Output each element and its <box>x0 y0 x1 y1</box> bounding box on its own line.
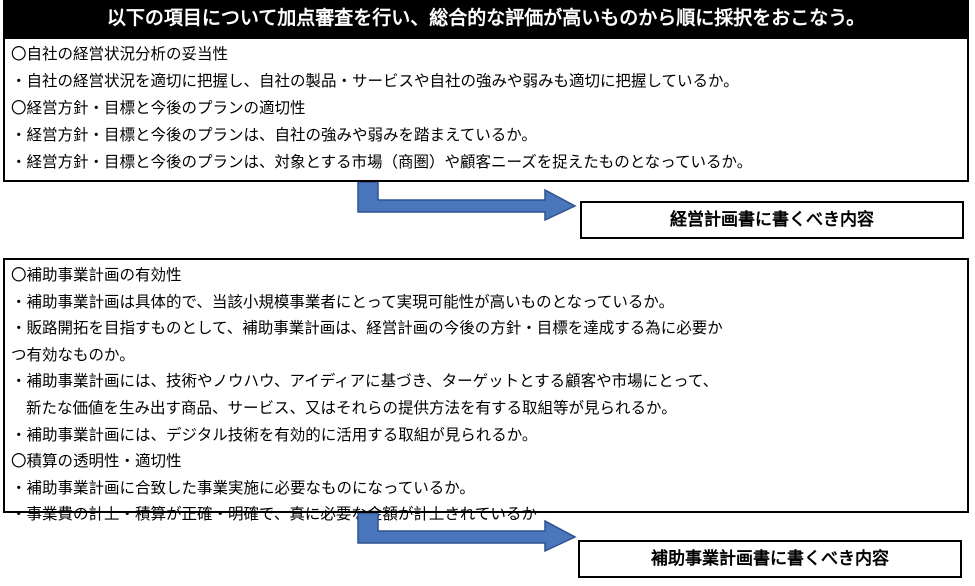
criteria-item: ・事業費の計上・積算が正確・明確で、真に必要な金額が計上されているか <box>11 505 537 524</box>
header-title: 以下の項目について加点審査を行い、総合的な評価が高いものから順に採択をおこなう。 <box>3 0 969 37</box>
criteria-item-continued: 新たな価値を生み出す商品、サービス、又はそれらの提供方法を有する取組等が見られる… <box>26 398 677 417</box>
subsidy-plan-criteria-box: 〇補助事業計画の有効性 ・補助事業計画は具体的で、当該小規模事業者にとって実現可… <box>3 258 969 523</box>
criteria-item: ・自社の経営状況を適切に把握し、自社の製品・サービスや自社の強みや弱みも適切に把… <box>11 72 739 90</box>
management-plan-label: 経営計画書に書くべき内容 <box>580 201 964 239</box>
arrow-right-icon <box>357 513 577 553</box>
criteria-item: ・販路開拓を目指すものとして、補助事業計画は、経営計画の今後の方針・目標を達成す… <box>11 319 723 338</box>
criteria-item-continued: つ有効なものか。 <box>11 345 135 364</box>
criteria-item: ・経営方針・目標と今後のプランは、対象とする市場（商圏）や顧客ニーズを捉えたもの… <box>11 153 753 171</box>
criteria-heading: 〇自社の経営状況分析の妥当性 <box>11 45 229 63</box>
criteria-item: ・経営方針・目標と今後のプランは、自社の強みや弱みを踏まえているか。 <box>11 126 537 144</box>
criteria-item: ・補助事業計画には、デジタル技術を有効的に活用する取組が見られるか。 <box>11 425 538 444</box>
subsidy-plan-label: 補助事業計画書に書くべき内容 <box>578 540 962 578</box>
management-plan-criteria-box: 〇自社の経営状況分析の妥当性 ・自社の経営状況を適切に把握し、自社の製品・サービ… <box>3 37 969 182</box>
criteria-heading: 〇補助事業計画の有効性 <box>11 266 182 284</box>
criteria-item: ・補助事業計画に合致した事業実施に必要なものになっているか。 <box>11 478 475 497</box>
criteria-item: ・補助事業計画は具体的で、当該小規模事業者にとって実現可能性が高いものとなってい… <box>11 292 675 311</box>
criteria-heading: 〇積算の透明性・適切性 <box>11 452 182 471</box>
arrow-right-icon <box>357 182 577 222</box>
criteria-heading: 〇経営方針・目標と今後のプランの適切性 <box>11 99 306 117</box>
criteria-item: ・補助事業計画には、技術やノウハウ、アイディアに基づき、ターゲットとする顧客や市… <box>11 372 719 391</box>
